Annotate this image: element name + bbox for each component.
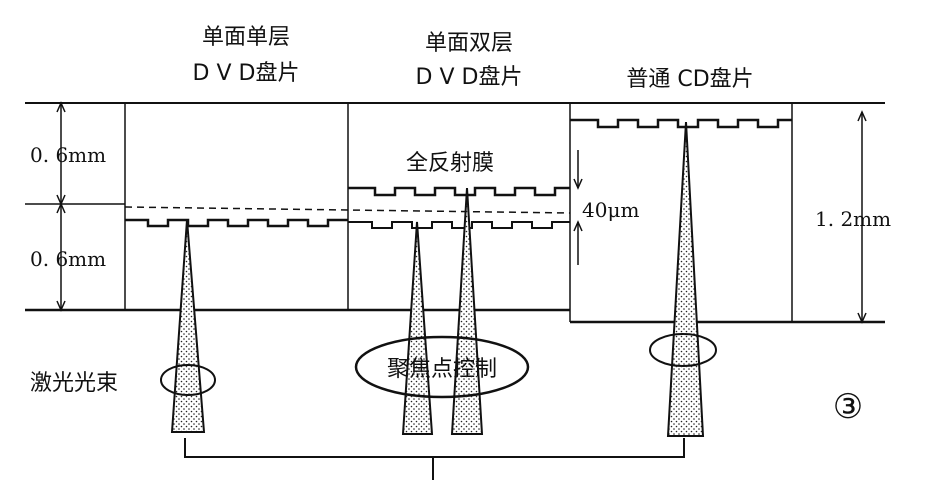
bottom-bracket [184,438,685,480]
laser-beam-single-layer [170,219,206,433]
lower-dimension-arrow-bottom [56,300,66,312]
total-dimension-arrow-top [857,110,867,122]
dual-layer-title-line1: 单面双层 [425,31,513,56]
laser-beam-dual-layer-lower [401,221,434,435]
cd-title: 普通 CD盘片 [626,67,753,92]
cd-beam-ellipse [649,333,717,367]
laser-beam-cd [666,121,705,437]
dual-layer-lower-pit-track [348,221,570,229]
laser-beam-dual-layer-upper [450,187,484,435]
total-thickness-label: 1. 2mm [815,207,891,231]
gap-dimension-top-arrowhead [573,178,583,190]
single-layer-title-line1: 单面单层 [202,25,290,50]
dual-layer-upper-pit-track [348,186,570,197]
total-dimension-arrow-bottom [857,312,867,324]
focus-control-label: 聚焦点控制 [387,357,497,382]
laser-beam-label: 激光光束 [30,371,118,396]
dashed-reference-line [124,206,571,214]
gap-dimension-bottom-arrowhead [573,220,583,232]
layer-gap-label: 40μm [582,198,639,222]
lower-thickness-label: 0. 6mm [30,247,106,271]
single-layer-pit-track [125,218,348,228]
cd-pit-track [570,118,792,129]
figure-number: ③ [833,387,863,427]
upper-dimension-arrow-top [56,101,66,113]
single-layer-title-line2: D V D盘片 [193,61,300,86]
focus-control-ellipse [354,335,530,399]
laser-beam-ellipse [160,364,216,396]
lower-dimension-arrow-top [56,202,66,214]
upper-thickness-label: 0. 6mm [30,143,106,167]
full-reflective-film-label: 全反射膜 [406,151,494,176]
dual-layer-title-line2: D V D盘片 [416,65,523,90]
